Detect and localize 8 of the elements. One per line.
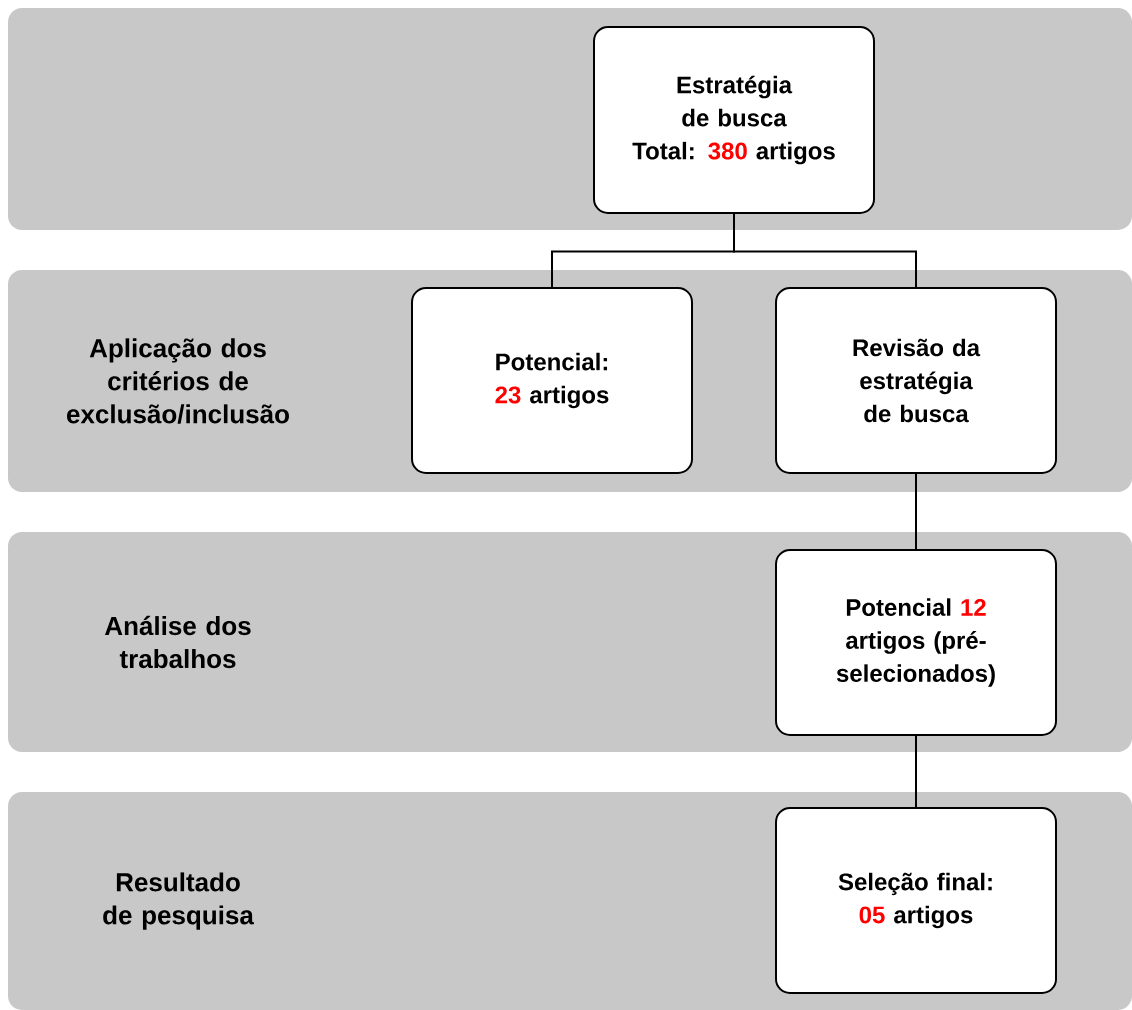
connector-line (915, 473, 917, 550)
process-box: Estratégia de busca Total: 380 artigos (593, 26, 875, 214)
connector-line (915, 735, 917, 808)
process-box: Revisão da estratégia de busca (775, 287, 1057, 474)
process-box: Potencial: 23 artigos (411, 287, 693, 474)
connector-line (733, 213, 917, 288)
process-box: Potencial 12 artigos (pré-selecionados) (775, 549, 1057, 736)
process-box: Seleção final: 05 artigos (775, 807, 1057, 994)
